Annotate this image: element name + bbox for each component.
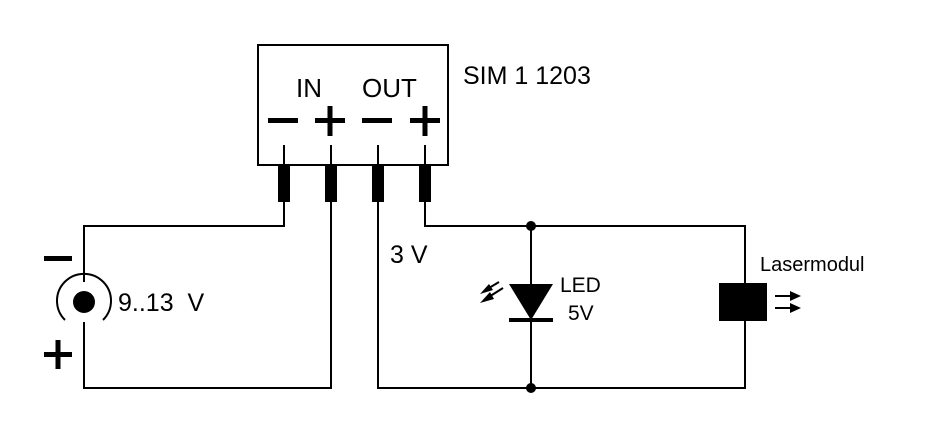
module-in-label: IN: [296, 73, 322, 103]
laser-module-icon: [719, 283, 801, 321]
module-name: SIM 1 1203: [463, 62, 591, 90]
input-wires: [83, 200, 332, 389]
in-plus-sign: [315, 106, 345, 136]
out-plus-sign: [410, 106, 440, 136]
output-voltage-label: 3 V: [390, 241, 428, 269]
pin-in-plus: [325, 165, 337, 202]
out-minus-sign: [362, 118, 392, 123]
led-diode-icon: [480, 226, 553, 388]
module-pins: [278, 145, 431, 202]
module-body: [257, 44, 449, 166]
pin-in-minus: [278, 165, 290, 202]
in-minus-sign: [268, 118, 298, 123]
supply-plus-sign: [44, 340, 72, 369]
supply-voltage-label: 9..13 V: [118, 289, 204, 317]
led-label: LED: [560, 274, 601, 297]
module-out-label: OUT: [362, 73, 417, 103]
dc-jack-icon: [56, 272, 112, 321]
laser-label: Lasermodul: [760, 254, 865, 276]
led-voltage: 5V: [568, 302, 594, 325]
supply-minus-sign: [44, 256, 72, 261]
pin-out-minus: [372, 165, 384, 202]
regulator-module: IN OUT: [257, 44, 449, 166]
pin-out-plus: [419, 165, 431, 202]
